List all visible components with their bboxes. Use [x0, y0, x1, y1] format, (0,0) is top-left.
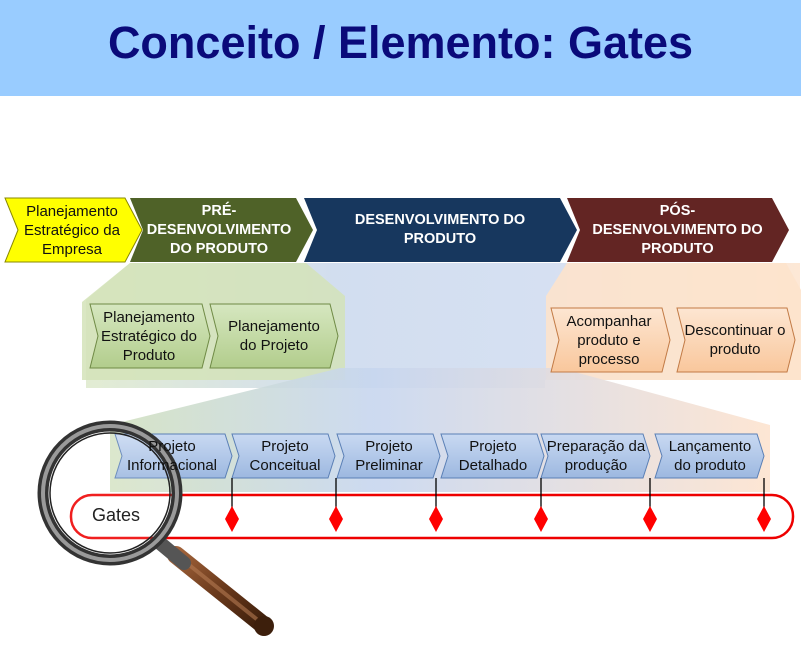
dev-stage-label-2: Projeto Conceitual — [249, 438, 321, 474]
pre-stage-2-shape — [209, 303, 339, 369]
phase-label-3: DESENVOLVIMENTO DO PRODUTO — [354, 212, 526, 247]
gate-diamond-icon — [225, 506, 239, 532]
dev-stage-5-shape — [540, 433, 651, 479]
phase-label-1: Planejamento Estratégico da Empresa — [24, 202, 120, 258]
phase-3-shape — [304, 198, 577, 262]
phase-label-2: PRÉ-DESENVOLVIMENTO DO PRODUTO — [146, 202, 292, 257]
dev-stage-label-3: Projeto Preliminar — [355, 438, 423, 474]
dev-stage-label-1: Projeto Informacional — [126, 438, 218, 474]
phase-2-shape — [130, 198, 313, 262]
dev-stage-3-shape — [336, 433, 441, 479]
gate-diamond-icon — [534, 506, 548, 532]
gate-diamond-icon — [329, 506, 343, 532]
magnifying-glass-icon — [37, 420, 274, 636]
page-title: Conceito / Elemento: Gates — [107, 17, 694, 68]
dev-stage-2-shape — [231, 433, 336, 479]
dev-stage-1-shape — [114, 433, 233, 479]
dev-stage-4-shape — [440, 433, 545, 479]
dev-stage-6-shape — [654, 433, 765, 479]
pre-stage-label-2: Planejamento do Projeto — [228, 318, 320, 354]
phase-1-shape — [4, 197, 143, 263]
post-stage-label-2: Descontinuar o produto — [684, 322, 786, 358]
dev-stage-label-4: Projeto Detalhado — [458, 438, 528, 474]
gate-markers — [225, 478, 771, 532]
post-stage-2-shape — [676, 307, 796, 373]
gates-label: Gates — [92, 505, 141, 525]
post-stage-label-1: Acompanhar produto e processo — [566, 312, 652, 368]
phase-4-shape — [567, 198, 789, 262]
gate-diamond-icon — [643, 506, 657, 532]
gate-diamond-icon — [757, 506, 771, 532]
pre-stage-label-1: Planejamento Estratégico do Produto — [101, 308, 197, 364]
dev-stage-label-6: Lançamento do produto — [668, 438, 752, 474]
process-diagram — [4, 197, 801, 636]
phase-label-4: PÓS-DESENVOLVIMENTO DO PRODUTO — [592, 202, 763, 257]
pre-stage-1-shape — [89, 303, 211, 369]
dev-stage-label-5: Preparação da produção — [546, 438, 646, 474]
title-bar — [0, 0, 801, 96]
post-stage-1-shape — [550, 307, 671, 373]
gate-diamond-icon — [429, 506, 443, 532]
